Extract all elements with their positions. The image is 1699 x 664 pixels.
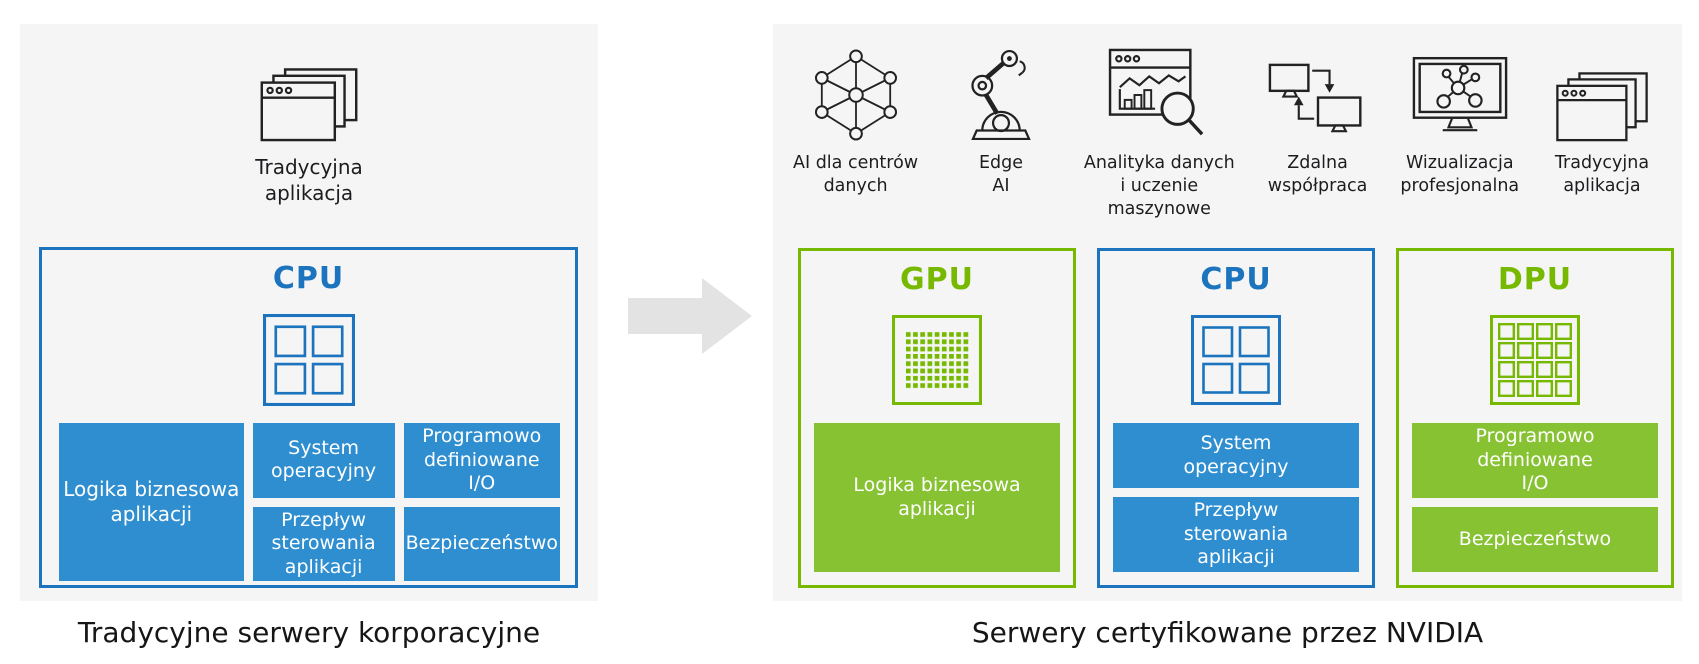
- analytics-icon: [1108, 42, 1210, 142]
- arrow-right-icon: [628, 278, 752, 354]
- workload-professional-visualization: Wizualizacja profesjonalna: [1400, 42, 1519, 220]
- gpu-chip: GPU Logika biznesowa aplikacji: [798, 248, 1076, 588]
- workload-label: Tradycyjna aplikacja: [1554, 153, 1650, 196]
- block-software-defined-io: Programowo definiowane I/O: [1412, 423, 1658, 498]
- block-business-logic: Logika biznesowa aplikacji: [814, 423, 1060, 572]
- cpu-chip-icon: [1100, 315, 1372, 405]
- processor-chips-row: GPU Logika biznesowa aplikacji: [798, 248, 1674, 588]
- workload-label: Analityka danych i uczenie maszynowe: [1083, 153, 1235, 219]
- block-operating-system: System operacyjny: [252, 423, 395, 498]
- left-caption: Tradycyjne serwery korporacyjne: [77, 616, 541, 649]
- cpu-chip-icon: [42, 314, 575, 406]
- workload-traditional-app: Tradycyjna aplikacja: [1550, 42, 1654, 220]
- workload-label: Zdalna współpraca: [1267, 153, 1368, 196]
- neural-network-icon: [811, 42, 901, 142]
- cpu-blocks: System operacyjny Przepływ sterowania ap…: [1113, 423, 1359, 572]
- block-security: Bezpieczeństwo: [1412, 506, 1658, 572]
- right-caption: Serwery certyfikowane przez NVIDIA: [971, 616, 1484, 649]
- workloads-row: AI dla centrów danych: [773, 42, 1682, 220]
- dpu-chip-icon: [1399, 315, 1671, 405]
- cpu-chip-title: CPU: [1200, 262, 1272, 297]
- window-stack-icon: [260, 68, 358, 142]
- visualization-icon: [1412, 42, 1508, 142]
- cpu-chip-title: CPU: [272, 261, 345, 296]
- dpu-chip: DPU Programowo definiowane I/O Bezpiecze…: [1396, 248, 1674, 588]
- traditional-servers-panel: Tradycyjna aplikacja CPU Logika biznesow…: [20, 24, 598, 601]
- dpu-blocks: Programowo definiowane I/O Bezpieczeństw…: [1412, 423, 1658, 572]
- remote-collaboration-icon: [1268, 42, 1368, 142]
- nvidia-certified-panel: AI dla centrów danych: [773, 24, 1682, 601]
- block-business-logic: Logika biznesowa aplikacji: [59, 423, 244, 582]
- transformation-arrow: [628, 278, 752, 354]
- block-security: Bezpieczeństwo: [403, 506, 560, 582]
- workload-label: Edge AI: [978, 153, 1023, 196]
- cpu-chip-left: CPU Logika biznesowa aplikacji System op…: [39, 247, 578, 588]
- gpu-chip-icon: [801, 315, 1073, 405]
- gpu-blocks: Logika biznesowa aplikacji: [814, 423, 1060, 572]
- traditional-app-figure: Tradycyjna aplikacja: [20, 68, 598, 206]
- cpu-blocks-grid: Logika biznesowa aplikacji System operac…: [59, 423, 560, 582]
- traditional-app-label: Tradycyjna aplikacja: [255, 155, 363, 205]
- gpu-chip-title: GPU: [900, 262, 974, 297]
- dpu-chip-title: DPU: [1497, 262, 1573, 297]
- window-stack-icon: [1556, 42, 1648, 142]
- robot-arm-icon: [958, 42, 1044, 142]
- workload-label: Wizualizacja profesjonalna: [1400, 153, 1520, 196]
- block-control-flow: Przepływ sterowania aplikacji: [252, 506, 395, 582]
- workload-edge-ai: Edge AI: [949, 42, 1053, 220]
- block-control-flow: Przepływ sterowania aplikacji: [1113, 497, 1359, 572]
- workload-remote-collaboration: Zdalna współpraca: [1266, 42, 1370, 220]
- workload-analytics-ml: Analityka danych i uczenie maszynowe: [1084, 42, 1235, 220]
- workload-label: AI dla centrów danych: [793, 153, 919, 196]
- workload-ai-data-center: AI dla centrów danych: [793, 42, 918, 220]
- cpu-chip-right: CPU System operacyjny Przepływ sterowani…: [1097, 248, 1375, 588]
- block-operating-system: System operacyjny: [1113, 423, 1359, 489]
- block-software-defined-io: Programowo definiowane I/O: [403, 423, 560, 498]
